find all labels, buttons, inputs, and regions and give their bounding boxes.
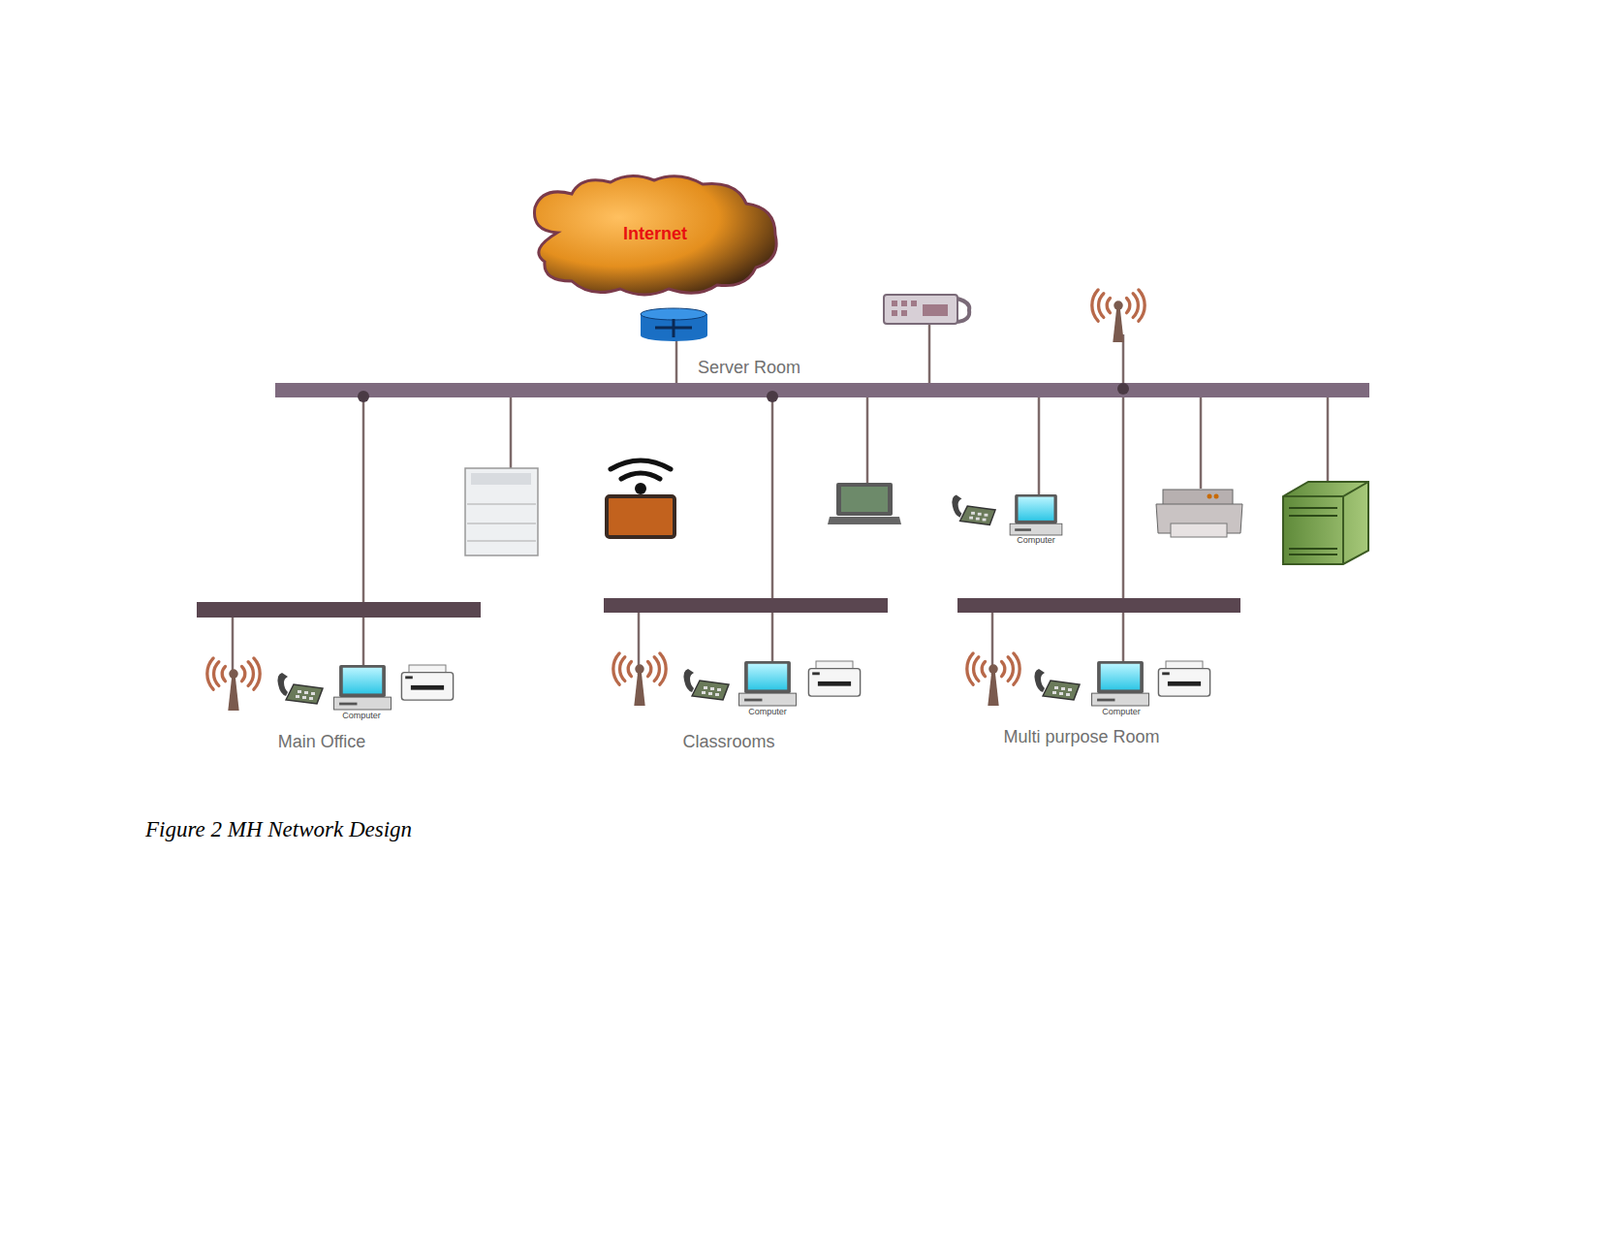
device-label: Computer: [1014, 535, 1058, 546]
cloud-label: Internet: [623, 223, 688, 245]
figure-caption: Figure 2 MH Network Design: [145, 816, 412, 843]
device-label: Computer: [746, 707, 789, 718]
room-label: Main Office: [276, 732, 369, 753]
room-label: Server Room: [695, 358, 803, 378]
room-label: Classrooms: [680, 732, 777, 753]
room-label: Multi purpose Room: [1001, 727, 1161, 748]
cloud-node: Internet: [534, 186, 776, 289]
device-label: Computer: [340, 711, 383, 722]
device-label: Computer: [1099, 707, 1143, 718]
